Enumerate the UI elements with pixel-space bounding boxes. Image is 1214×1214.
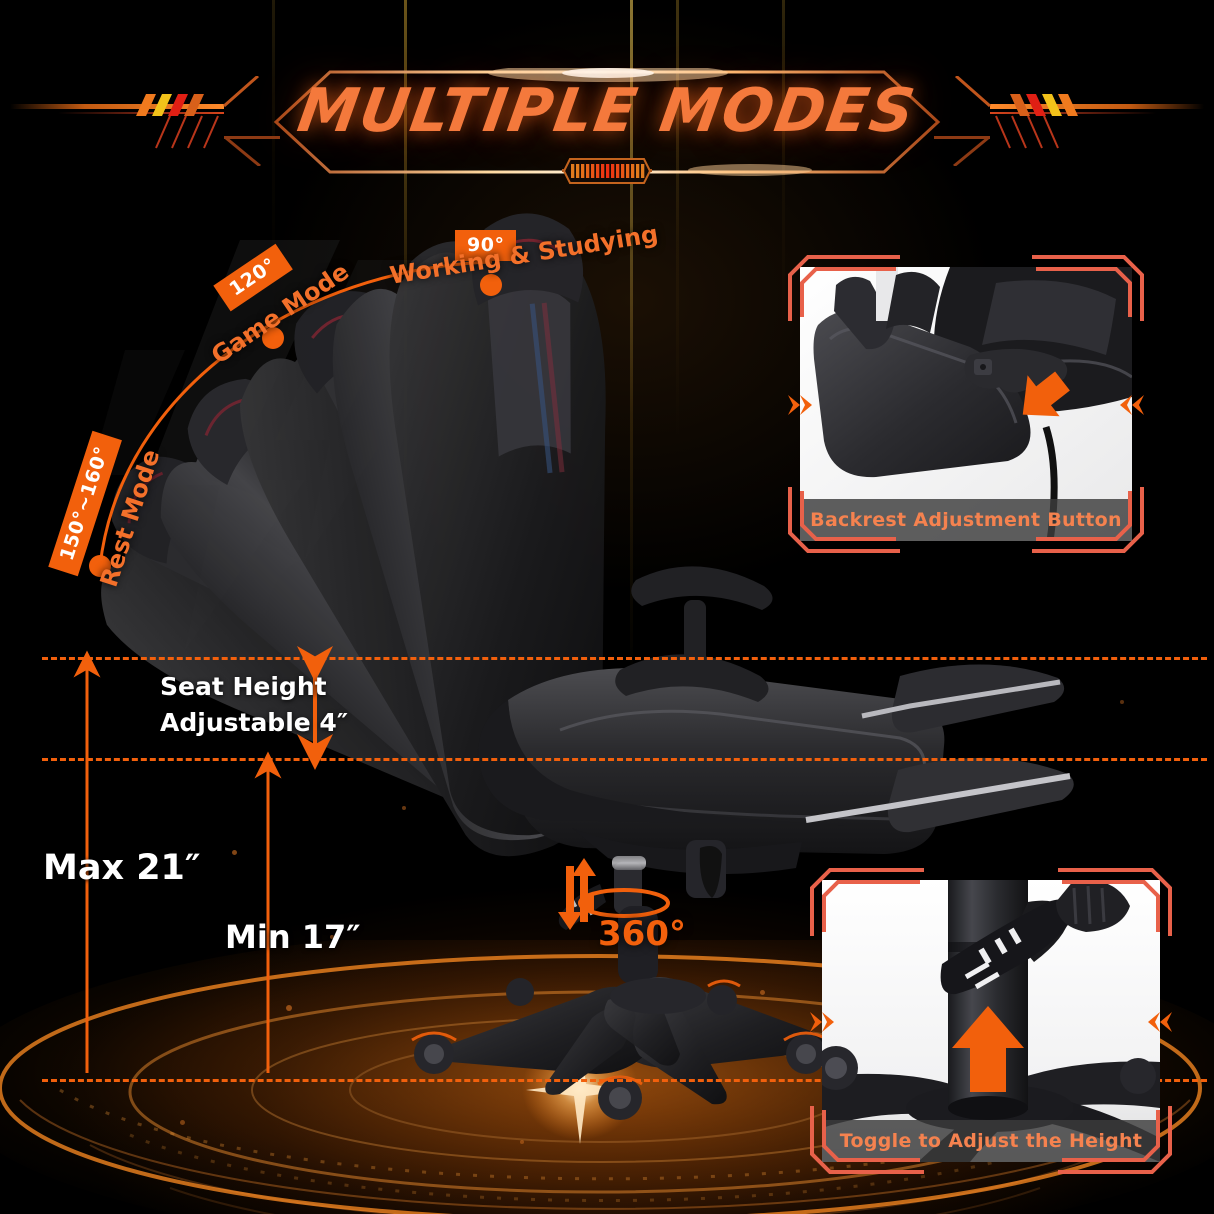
inset-backrest-adjustment[interactable]: Backrest Adjustment Button bbox=[786, 253, 1146, 555]
banner-frame: MULTIPLE MODES bbox=[272, 68, 942, 176]
inset-backrest-photo bbox=[800, 267, 1132, 541]
spark bbox=[402, 806, 406, 810]
spark bbox=[1120, 700, 1124, 704]
banner-decoration-left bbox=[10, 76, 280, 166]
mode-badge-working: 90° bbox=[455, 230, 517, 261]
seat-height-label-line2: Adjustable 4″ bbox=[160, 708, 349, 737]
callout-arrow-icon bbox=[1022, 371, 1070, 417]
dashline-seat-top bbox=[42, 657, 1207, 660]
chevron-right-icon bbox=[1148, 1012, 1172, 1032]
spark bbox=[286, 1005, 292, 1011]
banner-decoration-right bbox=[934, 76, 1204, 166]
spark bbox=[520, 1140, 524, 1144]
chevron-left-icon bbox=[810, 1012, 834, 1032]
spark bbox=[330, 935, 334, 939]
spark bbox=[180, 1120, 185, 1125]
swivel-label: 360° bbox=[598, 914, 686, 954]
min-height-label: Min 17″ bbox=[225, 918, 361, 956]
spark bbox=[760, 990, 765, 995]
title-banner: MULTIPLE MODES bbox=[0, 58, 1214, 198]
seat-height-label-line1: Seat Height bbox=[160, 672, 327, 701]
inset-frame-height bbox=[810, 868, 1172, 1174]
chevron-right-icon bbox=[1120, 395, 1144, 415]
dashline-floor bbox=[42, 1079, 1207, 1082]
max-height-label: Max 21″ bbox=[43, 848, 201, 888]
dashline-seat-bottom bbox=[42, 758, 1207, 761]
inset-backrest-caption: Backrest Adjustment Button bbox=[800, 499, 1132, 541]
inset-height-caption: Toggle to Adjust the Height bbox=[822, 1120, 1160, 1162]
segment-bar bbox=[562, 158, 652, 184]
spark bbox=[232, 850, 237, 855]
light-beam bbox=[630, 0, 633, 690]
light-beam bbox=[676, 0, 679, 440]
up-arrow-icon bbox=[952, 1006, 1024, 1092]
inset-height-toggle[interactable]: Toggle to Adjust the Height bbox=[808, 866, 1174, 1176]
light-beam bbox=[272, 0, 275, 300]
page-title: MULTIPLE MODES bbox=[293, 76, 921, 146]
inset-frame-backrest bbox=[788, 255, 1144, 553]
chevron-left-icon bbox=[788, 395, 812, 415]
